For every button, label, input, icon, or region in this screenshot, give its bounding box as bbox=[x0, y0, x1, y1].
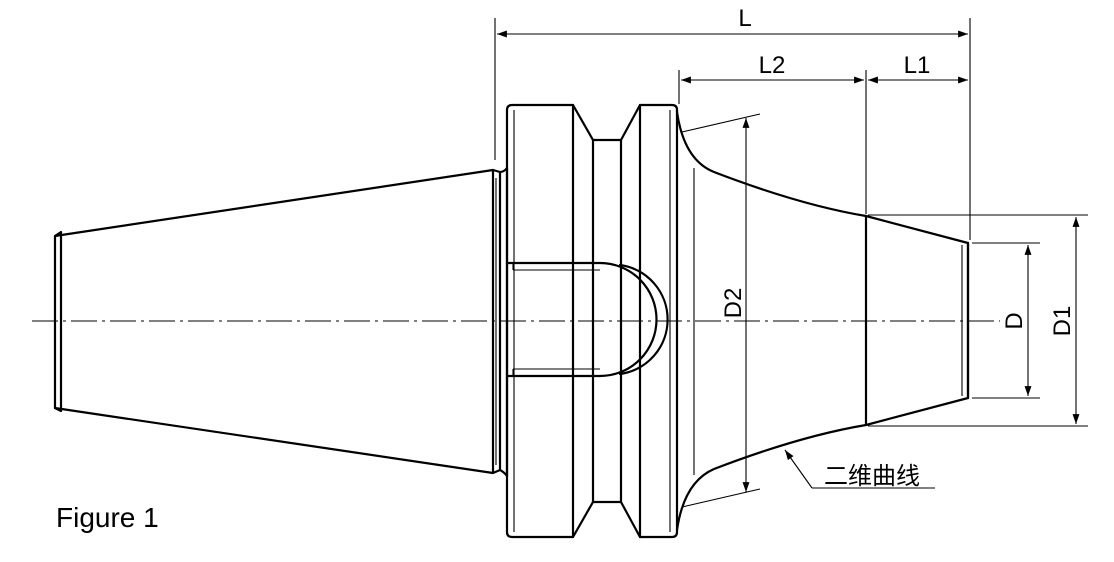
dimension-l2-label: L2 bbox=[759, 52, 786, 79]
flange-body bbox=[505, 103, 679, 539]
dimension-l1-label: L1 bbox=[904, 52, 931, 79]
dimension-d1: D1 bbox=[868, 214, 1088, 427]
shank-neck bbox=[491, 166, 509, 478]
curved-nose bbox=[675, 108, 970, 532]
curve-note: 二维曲线 bbox=[784, 449, 935, 490]
dimension-d2: D2 bbox=[681, 113, 761, 508]
figure-caption: Figure 1 bbox=[56, 502, 159, 533]
dimension-d2-label: D2 bbox=[720, 288, 747, 319]
dimension-l1-l2: L2 L1 bbox=[678, 52, 968, 214]
dimension-d: D bbox=[972, 242, 1040, 399]
dimension-d1-label: D1 bbox=[1049, 306, 1076, 337]
dimension-l: L bbox=[494, 5, 971, 240]
dimension-d-label: D bbox=[1001, 312, 1028, 329]
dimension-l-label: L bbox=[738, 5, 751, 32]
curve-note-label: 二维曲线 bbox=[824, 462, 920, 490]
